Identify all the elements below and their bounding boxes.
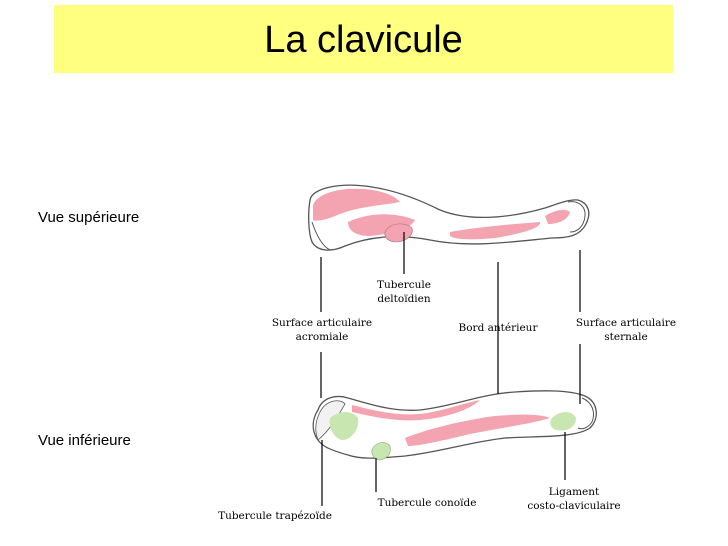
- label-anterior-border: Bord antérieur: [458, 322, 538, 334]
- label-sternal-line2: sternale: [604, 331, 648, 343]
- inferior-conoid-tubercle: [371, 442, 391, 461]
- superior-sternal-facet: [567, 201, 586, 233]
- superior-anterior-pink: [450, 222, 541, 240]
- label-deltoid-tubercle: Tubercule deltoïdien: [368, 278, 440, 306]
- clavicle-inferior-view: [312, 390, 597, 461]
- inferior-view-label: Vue inférieure: [38, 432, 131, 449]
- title-banner: La clavicule: [54, 5, 673, 73]
- label-acromial-line1: Surface articulaire: [271, 317, 373, 329]
- clavicle-superior-view: [308, 184, 590, 251]
- label-costoclavicular-line2: costo-claviculaire: [527, 500, 621, 512]
- label-sternal-surface: Surface articulaire sternale: [566, 316, 686, 344]
- label-acromial-surface: Surface articulaire acromiale: [260, 316, 384, 344]
- superior-acromial-pink: [313, 188, 400, 221]
- page-title: La clavicule: [264, 19, 463, 61]
- label-trapezoid-tubercle: Tubercule trapézoïde: [218, 510, 332, 522]
- label-costoclavicular-ligament: Ligament costo-claviculaire: [518, 485, 630, 513]
- inferior-subclavius-pink: [405, 414, 550, 446]
- superior-deltoid-tubercle: [384, 223, 413, 243]
- label-sternal-line1: Surface articulaire: [575, 317, 677, 329]
- superior-sternal-pink: [545, 209, 570, 224]
- inferior-costoclavicular-ligament: [550, 412, 576, 431]
- label-acromial-line2: acromiale: [295, 331, 349, 343]
- label-costoclavicular-line1: Ligament: [548, 486, 600, 498]
- label-conoid-tubercle: Tubercule conoïde: [377, 497, 477, 509]
- label-deltoid-line1: Tubercule: [377, 279, 431, 291]
- inferior-superior-pink: [352, 400, 480, 421]
- leader-lines: [320, 232, 581, 506]
- inferior-trapezoid-ligament: [329, 412, 359, 440]
- superior-acromial-facet: [311, 221, 331, 251]
- label-deltoid-line2: deltoïdien: [377, 293, 431, 305]
- superior-view-label: Vue supérieure: [38, 209, 140, 226]
- inferior-sternal-facet: [577, 397, 595, 430]
